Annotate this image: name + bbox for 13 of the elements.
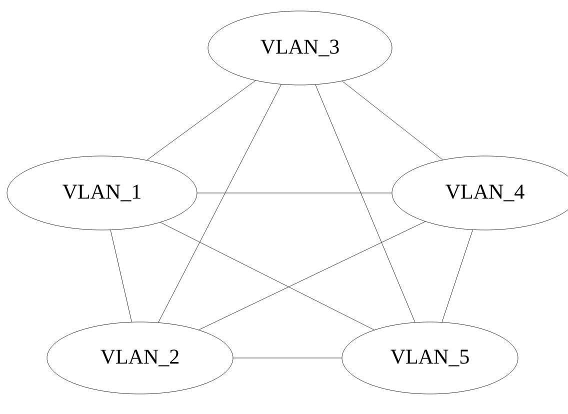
connector-line	[315, 84, 416, 322]
connector-line	[160, 222, 374, 330]
connector-line	[197, 192, 392, 194]
connector-line	[158, 84, 282, 323]
connector-line	[442, 230, 473, 322]
connector-line	[198, 221, 426, 330]
ellipse-node: VLAN_5	[342, 322, 518, 394]
ellipse-node: VLAN_1	[6, 156, 198, 230]
connector-line	[342, 80, 443, 160]
ellipse-node: VLAN_2	[46, 322, 234, 394]
connector-line	[146, 80, 256, 160]
ellipse-node: VLAN_3	[208, 10, 392, 86]
connector-line	[110, 230, 132, 322]
